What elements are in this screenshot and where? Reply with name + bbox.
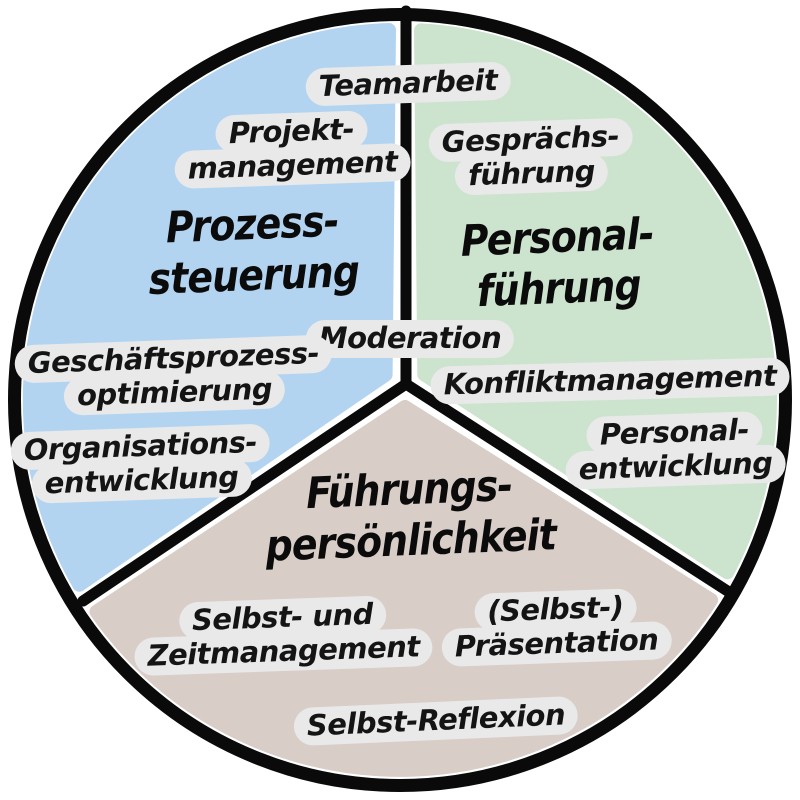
segment-title-line: Personal- (460, 209, 655, 267)
topic-label-line: entwicklung (31, 458, 253, 504)
segment-title-prozesssteuerung: Prozess- steuerung (146, 196, 360, 306)
topic-label-line: Teamarbeit (305, 61, 511, 107)
topic-label-personalentwicklung: Personal- entwicklung (564, 410, 787, 490)
segment-title-line: steuerung (147, 246, 360, 306)
topic-label-line: management (174, 142, 412, 190)
segment-title-line: führung (476, 260, 642, 318)
segment-title-fuehrungspersoenlichkeit: Führungs- persönlichkeit (263, 459, 557, 572)
topic-label-selbst-reflexion: Selbst-Reflexion (293, 695, 579, 747)
topic-label-line: entwicklung (565, 444, 787, 490)
segment-fuehrungspersoenlichkeit-fill (89, 400, 719, 777)
segment-title-line: Prozess- (165, 196, 340, 254)
topic-label-organisationsentwicklung: Organisations- entwicklung (10, 423, 272, 504)
segment-title-line: persönlichkeit (264, 510, 557, 572)
topic-label-konfliktmanagement: Konfliktmanagement (430, 357, 790, 405)
topic-label-teamarbeit: Teamarbeit (305, 61, 511, 107)
topic-label-selbst-zeitmanagement: Selbst- und Zeitmanagement (133, 594, 434, 677)
segment-title-line: Führungs- (305, 460, 513, 520)
topic-label-selbst-praesentation: (Selbst-) Präsentation (440, 587, 672, 667)
topic-label-moderation: Moderation (305, 320, 515, 358)
segment-title-personalfuehrung: Personal- führung (460, 209, 656, 319)
topic-label-line: Präsentation (441, 620, 672, 667)
topic-label-projektmanagement: Projekt- management (173, 109, 412, 190)
topic-label-line: Moderation (305, 320, 515, 358)
topic-label-geschaeftsprozessoptimierung: Geschäftsprozess- optimierung (14, 334, 334, 417)
topic-label-line: Konfliktmanagement (430, 357, 790, 405)
topic-label-line: führung (454, 152, 609, 196)
topic-label-line: Selbst-Reflexion (293, 695, 579, 747)
topic-label-gespraechsfuehrung: Gesprächs- führung (428, 117, 634, 196)
topic-label-line: Zeitmanagement (133, 627, 434, 677)
topic-label-line: optimierung (63, 370, 286, 416)
circle-outline (8, 8, 792, 792)
